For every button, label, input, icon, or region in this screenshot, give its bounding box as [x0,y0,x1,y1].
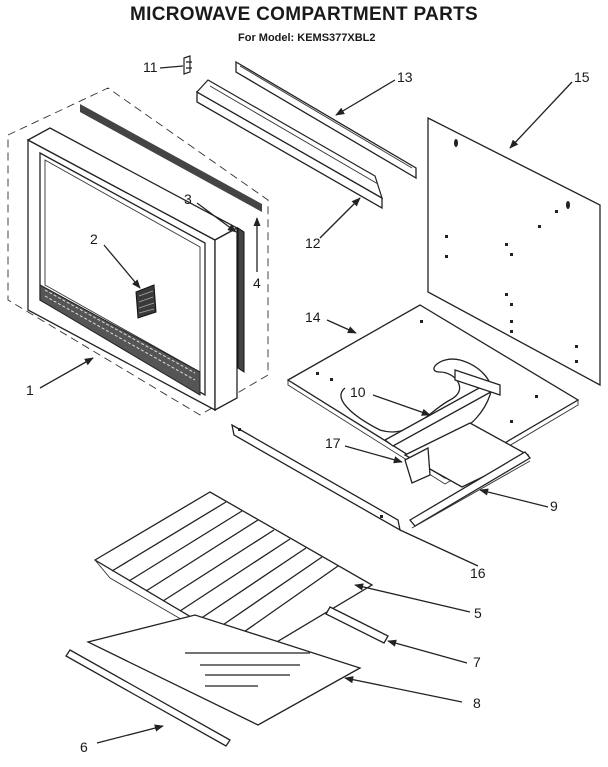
part-16-side-rail[interactable] [231,423,401,532]
callout-8: 8 [473,695,481,711]
diagram-title: MICROWAVE COMPARTMENT PARTS [130,4,478,25]
callout-5: 5 [474,605,482,621]
part-11-clip[interactable] [183,55,192,75]
callout-14: 14 [305,309,321,325]
callout-3: 3 [184,191,192,207]
leader-lines [39,65,573,744]
callout-1: 1 [26,382,34,398]
callout-11: 11 [143,59,158,75]
part-12-lower-rail[interactable] [196,79,384,210]
callout-15: 15 [574,69,590,85]
part-17-lower-plate[interactable] [403,422,530,488]
part-3-side-strip[interactable] [237,227,245,373]
callout-6: 6 [80,739,88,755]
part-1-microwave-compartment[interactable] [7,87,269,416]
callout-7: 7 [473,654,481,670]
callout-4: 4 [253,275,261,291]
callout-10: 10 [350,384,366,400]
callout-12: 12 [305,235,321,251]
callout-2: 2 [90,231,98,247]
part-5-shelf-tray[interactable] [93,491,374,663]
part-14-floor-plate[interactable] [286,304,580,485]
model-subtitle: For Model: KEMS377XBL2 [238,32,376,44]
part-2-grille-patch[interactable] [135,284,157,319]
part-8-floor-sheet[interactable] [86,614,362,726]
callout-9: 9 [550,498,558,514]
callout-labels: 11 13 15 12 3 2 4 1 14 10 17 9 16 5 7 8 … [26,59,590,755]
callout-16: 16 [470,565,486,581]
part-7-trim-bar[interactable] [325,606,389,644]
callout-13: 13 [397,69,413,85]
part-9-bracket-rail[interactable] [409,451,531,529]
part-15-back-panel[interactable] [427,116,601,387]
part-10-cable-harness[interactable] [340,358,501,447]
part-13-upper-rail[interactable] [235,60,417,180]
part-6-bottom-strip[interactable] [65,649,231,747]
callout-17: 17 [325,435,341,451]
